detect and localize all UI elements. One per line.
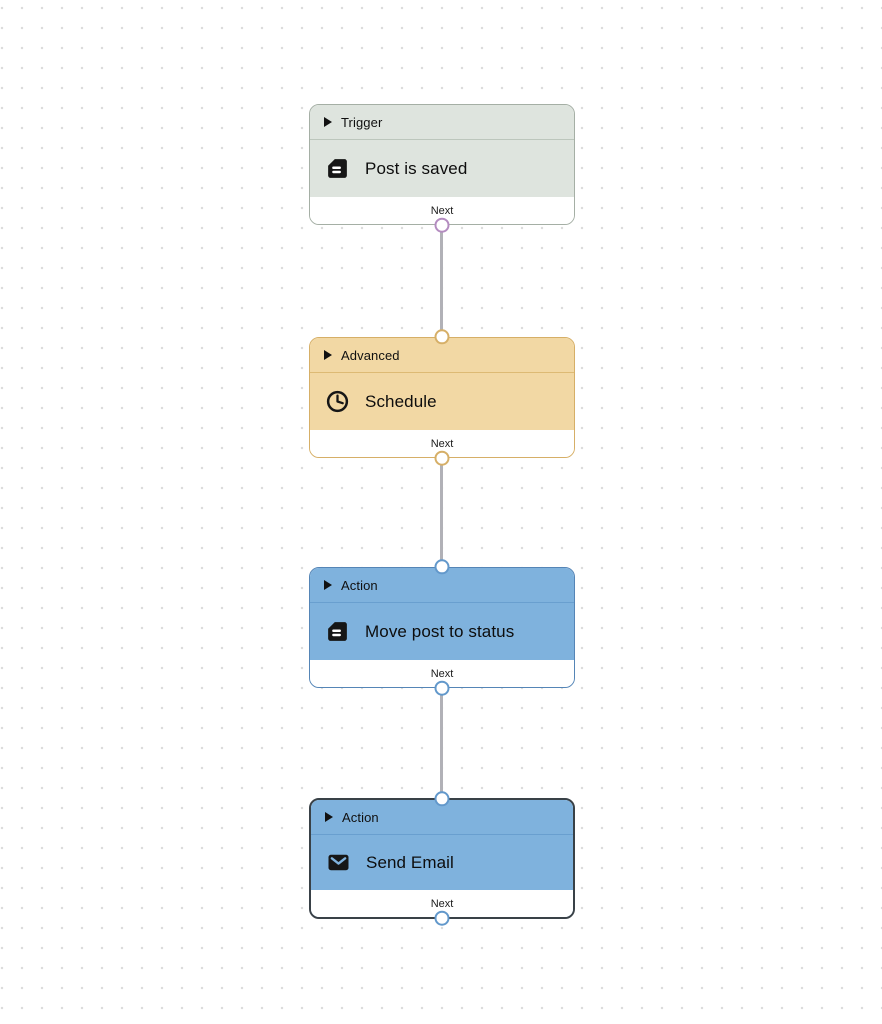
node-surface: Trigger Post is saved Next — [310, 105, 574, 224]
document-icon — [328, 622, 347, 641]
edge-schedule-to-move-post[interactable] — [440, 457, 443, 568]
source-handle[interactable] — [434, 217, 450, 233]
node-category-label: Advanced — [341, 347, 400, 363]
next-label: Next — [430, 897, 454, 910]
clock-icon — [326, 390, 349, 413]
node-category-label: Action — [341, 577, 378, 593]
target-handle[interactable] — [434, 791, 450, 807]
document-icon — [328, 159, 347, 178]
collapse-triangle-icon — [324, 580, 332, 590]
source-handle[interactable] — [434, 910, 450, 926]
node-header[interactable]: Trigger — [310, 105, 574, 140]
next-label: Next — [430, 667, 454, 680]
collapse-triangle-icon — [325, 812, 333, 822]
target-handle[interactable] — [434, 329, 450, 345]
edge-move-post-to-send-email[interactable] — [440, 687, 443, 799]
node-surface: Action Send Email Next — [311, 800, 573, 917]
node-main: Schedule — [310, 373, 574, 430]
node-title: Post is saved — [365, 158, 468, 178]
next-label: Next — [430, 204, 454, 217]
node-advanced-schedule[interactable]: Advanced Schedule Next — [309, 329, 575, 466]
node-category-label: Action — [342, 809, 379, 825]
node-header[interactable]: Action — [310, 568, 574, 603]
node-surface: Advanced Schedule Next — [310, 338, 574, 457]
node-title: Move post to status — [365, 621, 515, 641]
node-action-move-post-to-status[interactable]: Action Move post to status Next — [309, 559, 575, 696]
node-trigger-post-is-saved[interactable]: Trigger Post is saved Next — [309, 104, 575, 233]
node-main: Send Email — [311, 835, 573, 890]
collapse-triangle-icon — [324, 350, 332, 360]
node-main: Move post to status — [310, 603, 574, 660]
node-header[interactable]: Action — [311, 800, 573, 835]
collapse-triangle-icon — [324, 117, 332, 127]
node-action-send-email[interactable]: Action Send Email Next — [309, 791, 575, 926]
next-label: Next — [430, 437, 454, 450]
source-handle[interactable] — [434, 450, 450, 466]
node-title: Schedule — [365, 391, 437, 411]
node-header[interactable]: Advanced — [310, 338, 574, 373]
target-handle[interactable] — [434, 559, 450, 575]
node-surface: Action Move post to status Next — [310, 568, 574, 687]
node-main: Post is saved — [310, 140, 574, 197]
node-category-label: Trigger — [341, 114, 383, 130]
mail-icon — [328, 854, 349, 871]
node-title: Send Email — [366, 852, 454, 872]
edge-trigger-to-schedule[interactable] — [440, 225, 443, 338]
source-handle[interactable] — [434, 680, 450, 696]
